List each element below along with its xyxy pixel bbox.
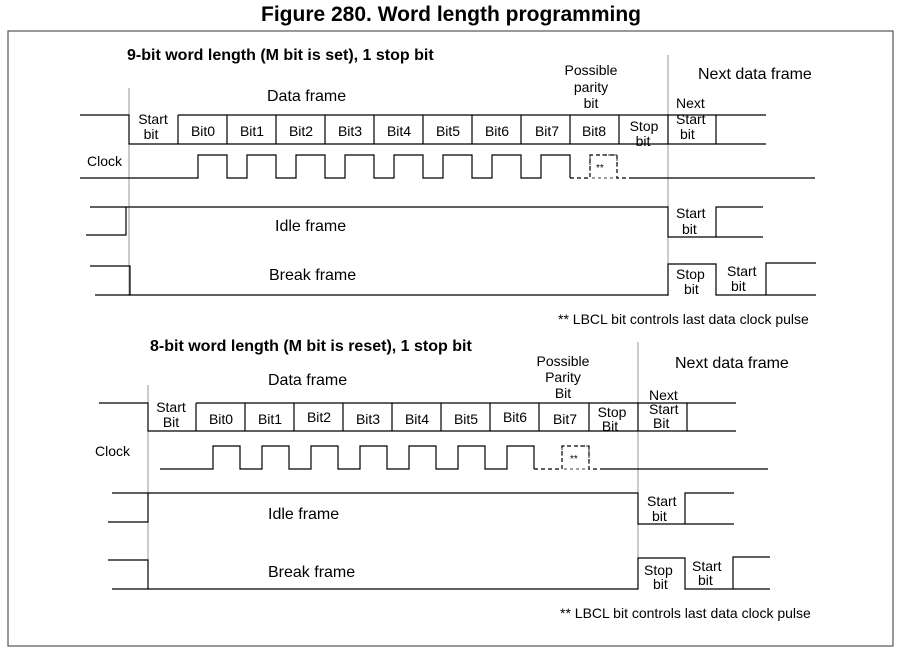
eight-bit-break-frame-label: Break frame — [268, 564, 355, 581]
nine-bit-break-start-line-1: Start — [727, 263, 757, 279]
eight-bit-break-start-line-2: bit — [698, 572, 713, 588]
eight-bit-start-bit-line-1: Start — [156, 399, 186, 415]
nine-bit-next-start-line-1: Next — [676, 95, 705, 111]
eight-bit-next-start-line-2: Start — [649, 401, 679, 417]
eight-bit-parity-line-3: Bit — [555, 385, 571, 401]
nine-bit-idle-start-line-1: Start — [676, 205, 706, 221]
nine-bit-idle-start-line-2: bit — [682, 221, 697, 237]
eight-bit-stop-bit-line-2: Bit — [602, 418, 618, 434]
nine-bit-start-bit-line-2: bit — [144, 126, 159, 142]
nine-bit-idle-waveform — [86, 206, 127, 236]
eight-bit-bit-dividers — [195, 403, 590, 431]
nine-bit-label: Bit2 — [289, 123, 313, 139]
nine-bit-footnote: ** LBCL bit controls last data clock pul… — [558, 311, 809, 327]
nine-bit-next-data-frame-label: Next data frame — [698, 66, 812, 83]
eight-bit-last-pulse-box — [561, 445, 590, 470]
eight-bit-stop-bit-line-1: Stop — [598, 404, 627, 420]
eight-bit-next-start-line-3: Bit — [653, 415, 669, 431]
eight-bit-label: Bit3 — [356, 411, 380, 427]
eight-bit-break-waveform — [108, 559, 149, 590]
nine-bit-break-stop-line-2: bit — [684, 281, 699, 297]
eight-bit-label: Bit5 — [454, 411, 478, 427]
eight-bit-next-start-line-1: Next — [649, 387, 678, 403]
nine-bit-label: Bit6 — [485, 123, 509, 139]
eight-bit-clock-label: Clock — [95, 443, 131, 459]
nine-bit-parity-line-1: Possible — [565, 62, 618, 78]
figure-frame — [7, 30, 894, 647]
eight-bit-heading: 8-bit word length (M bit is reset), 1 st… — [150, 338, 472, 355]
eight-bit-data-waveform — [99, 402, 688, 432]
eight-bit-label: Bit4 — [405, 411, 429, 427]
nine-bit-clock-label: Clock — [87, 153, 123, 169]
nine-bit-next-start-line-3: bit — [680, 126, 695, 142]
eight-bit-parity-line-2: Parity — [545, 369, 581, 385]
nine-bit-label: Bit0 — [191, 123, 215, 139]
nine-bit-clock-waveform — [80, 154, 571, 179]
eight-bit-section: 8-bit word length (M bit is reset), 1 st… — [95, 338, 811, 621]
eight-bit-idle-frame-line — [148, 492, 734, 525]
nine-bit-label: Bit5 — [436, 123, 460, 139]
eight-bit-last-pulse-mark: ** — [570, 454, 578, 465]
nine-bit-stop-bit-line-1: Stop — [630, 118, 659, 134]
eight-bit-parity-line-1: Possible — [537, 353, 590, 369]
eight-bit-footnote: ** LBCL bit controls last data clock pul… — [560, 605, 811, 621]
eight-bit-clock-last-pulse-dashed — [534, 445, 600, 470]
figure-title: Figure 280. Word length programming — [261, 3, 641, 26]
eight-bit-break-frame-line — [148, 556, 770, 590]
nine-bit-bit-labels: Bit0 Bit1 Bit2 Bit3 Bit4 Bit5 Bit6 Bit7 … — [191, 123, 606, 139]
eight-bit-break-start-line-1: Start — [692, 558, 722, 574]
eight-bit-bit-labels: Bit0 Bit1 Bit2 Bit3 Bit4 Bit5 Bit6 Bit7 — [209, 409, 577, 427]
nine-bit-next-start-line-2: Start — [676, 111, 706, 127]
nine-bit-break-waveform — [90, 265, 131, 296]
eight-bit-label: Bit1 — [258, 411, 282, 427]
eight-bit-idle-waveform — [108, 492, 149, 523]
nine-bit-label: Bit7 — [535, 123, 559, 139]
eight-bit-label: Bit7 — [553, 411, 577, 427]
nine-bit-heading: 9-bit word length (M bit is set), 1 stop… — [127, 47, 434, 64]
eight-bit-label: Bit0 — [209, 411, 233, 427]
nine-bit-break-stop-line-1: Stop — [676, 266, 705, 282]
nine-bit-bit-dividers — [177, 115, 620, 144]
nine-bit-data-frame-label: Data frame — [267, 88, 346, 105]
nine-bit-data-waveform — [80, 114, 717, 145]
nine-bit-stop-bit-line-2: bit — [636, 133, 651, 149]
eight-bit-label: Bit2 — [307, 409, 331, 425]
eight-bit-idle-start-line-2: bit — [652, 508, 667, 524]
nine-bit-label: Bit3 — [338, 123, 362, 139]
nine-bit-label: Bit8 — [582, 123, 606, 139]
eight-bit-label: Bit6 — [503, 409, 527, 425]
eight-bit-next-data-frame-label: Next data frame — [675, 355, 789, 372]
eight-bit-clock-waveform — [160, 445, 535, 470]
nine-bit-section: 9-bit word length (M bit is set), 1 stop… — [80, 47, 816, 327]
nine-bit-label: Bit1 — [240, 123, 264, 139]
nine-bit-break-frame-label: Break frame — [269, 267, 356, 284]
eight-bit-data-frame-label: Data frame — [268, 372, 347, 389]
nine-bit-last-pulse-box — [589, 154, 618, 179]
nine-bit-start-bit-line-1: Start — [138, 111, 168, 127]
eight-bit-idle-frame-label: Idle frame — [268, 506, 339, 523]
nine-bit-parity-line-3: bit — [584, 95, 599, 111]
eight-bit-idle-start-line-1: Start — [647, 493, 677, 509]
eight-bit-break-stop-line-2: bit — [653, 576, 668, 592]
eight-bit-break-stop-line-1: Stop — [644, 562, 673, 578]
eight-bit-start-bit-line-2: Bit — [163, 414, 179, 430]
nine-bit-break-start-line-2: bit — [731, 278, 746, 294]
nine-bit-last-pulse-mark: ** — [596, 163, 604, 174]
nine-bit-idle-frame-line — [126, 206, 763, 238]
nine-bit-idle-frame-label: Idle frame — [275, 218, 346, 235]
nine-bit-break-frame-line — [130, 262, 816, 296]
nine-bit-parity-line-2: parity — [574, 79, 608, 95]
nine-bit-label: Bit4 — [387, 123, 411, 139]
